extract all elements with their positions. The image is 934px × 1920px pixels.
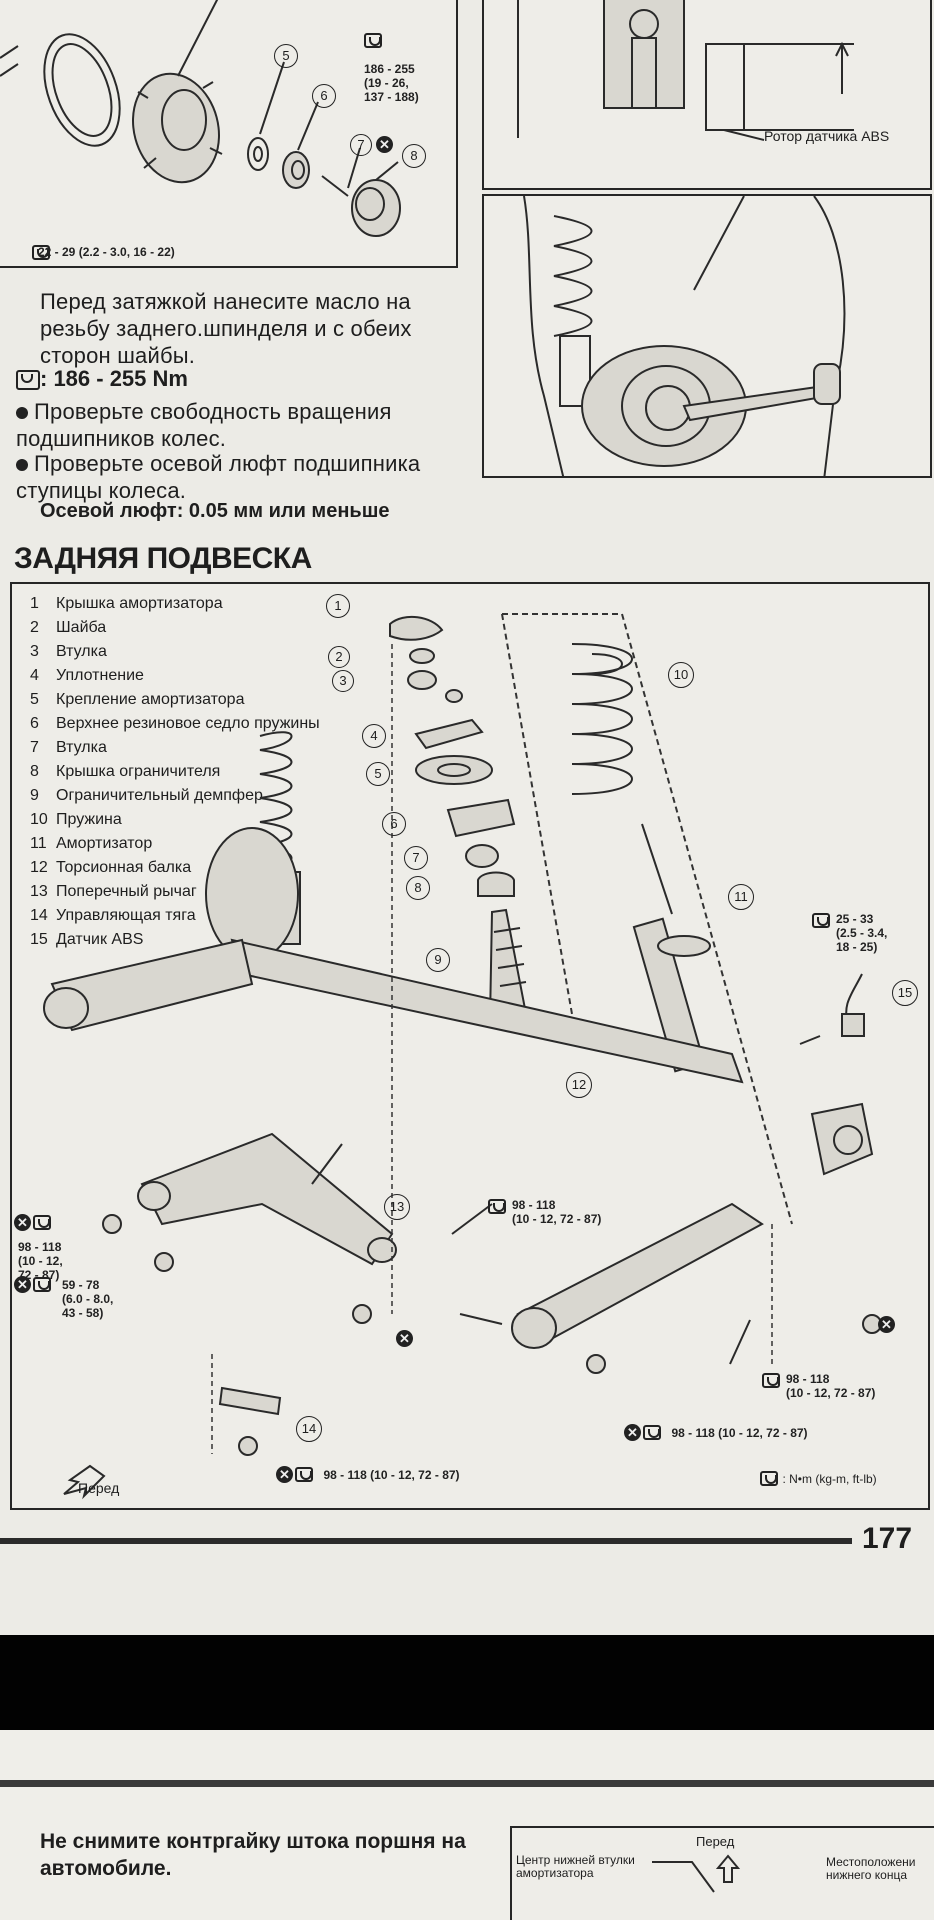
- torque-icon: [364, 33, 382, 49]
- callout-6: 6: [312, 84, 336, 108]
- fig-location-label: Местоположени нижнего конца: [826, 1855, 916, 1882]
- diagram-callout-3: 3: [332, 670, 354, 692]
- torque-icon: [643, 1425, 661, 1441]
- units-legend: : N•m (kg-m, ft-lb): [760, 1470, 877, 1488]
- replace-icon: ✕: [14, 1276, 31, 1294]
- torque-icon: [32, 245, 51, 261]
- diagram-callout-5: 5: [366, 762, 390, 786]
- bullet-rotation-check: Проверьте свободность вращения подшипник…: [16, 398, 456, 452]
- diagram-callout-12: 12: [566, 1072, 592, 1098]
- diagram-callout-13: 13: [384, 1194, 410, 1220]
- torque-abs-sensor: 25 - 33 (2.5 - 3.4, 18 - 25): [812, 912, 887, 954]
- torque-icon: [760, 1471, 778, 1487]
- torque-right: 98 - 118 (10 - 12, 72 - 87): [762, 1372, 875, 1400]
- torque-spec-bolt: 22 - 29 (2.2 - 3.0, 16 - 22): [38, 245, 175, 259]
- diagram-callout-1: 1: [326, 594, 350, 618]
- torque-value-line: : 186 - 255 Nm: [16, 366, 188, 392]
- replace-icon: ✕: [276, 1466, 293, 1484]
- diagram-callout-8: 8: [406, 876, 430, 900]
- abs-rotor-label: Ротор датчика ABS: [764, 128, 890, 144]
- diagram-callout-9: 9: [426, 948, 450, 972]
- callout-7: 7: [350, 134, 372, 156]
- diagram-callout-11: 11: [728, 884, 754, 910]
- torque-icon: [33, 1277, 51, 1293]
- suspension-drawing: [43, 613, 882, 1500]
- diagram-callout-4: 4: [362, 724, 386, 748]
- bushing-position-figure: Перед Центр нижней втулки амортизатора М…: [510, 1826, 934, 1920]
- page-number: 177: [862, 1522, 913, 1555]
- replace-icon: ✕: [624, 1424, 641, 1442]
- bullet-icon: [16, 459, 28, 472]
- manual-page-177: 5 6 7 ✕ 8 186 - 255 (19 - 26, 137 - 188)…: [0, 0, 932, 1555]
- diagram-callout-14: 14: [296, 1416, 322, 1442]
- hub-exploded-figure: 5 6 7 ✕ 8 186 - 255 (19 - 26, 137 - 188)…: [0, 0, 458, 268]
- hub-parts-drawing: [0, 0, 401, 237]
- fig-front-label: Перед: [696, 1834, 735, 1849]
- bullet-axial-check: Проверьте осевой люфт подшипника ступицы…: [16, 450, 456, 504]
- axial-play-spec: Осевой люфт: 0.05 мм или меньше: [40, 500, 390, 522]
- torque-bottom-center: ✕ 98 - 118 (10 - 12, 72 - 87): [276, 1466, 460, 1484]
- callout-5: 5: [274, 44, 298, 68]
- front-direction-label: Перед: [78, 1480, 120, 1496]
- torque-icon: [33, 1215, 51, 1231]
- header-rule: [0, 1780, 934, 1787]
- fig-bushing-center-label: Центр нижней втулки амортизатора: [516, 1853, 635, 1880]
- torque-left-group-2: ✕ 59 - 78 (6.0 - 8.0, 43 - 58): [14, 1276, 113, 1320]
- torque-center: 98 - 118 (10 - 12, 72 - 87): [488, 1198, 601, 1226]
- diagram-callout-6: 6: [382, 812, 406, 836]
- diagram-callout-2: 2: [328, 646, 350, 668]
- replace-icon: ✕: [396, 1330, 413, 1347]
- torque-bottom-right: ✕ 98 - 118 (10 - 12, 72 - 87): [624, 1424, 808, 1442]
- callout-8: 8: [402, 144, 426, 168]
- bullet-icon: [16, 407, 28, 420]
- diagram-callout-15: 15: [892, 980, 918, 1006]
- abs-rotor-figure: Ротор датчика ABS: [482, 0, 932, 190]
- replace-icon: ✕: [14, 1214, 31, 1232]
- torque-icon: [812, 913, 830, 929]
- piston-nut-warning: Не снимите контргайку штока поршня на ав…: [40, 1830, 466, 1880]
- replace-icon: ✕: [376, 136, 393, 153]
- torque-value: : 186 - 255 Nm: [40, 366, 188, 391]
- torque-left-group: ✕ 98 - 118 (10 - 12, 72 - 87): [14, 1214, 63, 1282]
- front-arrow-icon: [716, 1854, 740, 1883]
- torque-icon: [488, 1199, 506, 1215]
- section-title: ЗАДНЯЯ ПОДВЕСКА: [14, 542, 312, 575]
- torque-spec-hub-nut: 186 - 255 (19 - 26, 137 - 188): [364, 62, 419, 104]
- bullet-text: Проверьте осевой люфт подшипника ступицы…: [16, 451, 421, 503]
- diagram-callout-7: 7: [404, 846, 428, 870]
- leader-line: [652, 1861, 715, 1893]
- torque-icon: [762, 1373, 780, 1389]
- manual-page-next: Не снимите контргайку штока поршня на ав…: [0, 1730, 934, 1920]
- oil-note: Перед затяжкой нанесите масло на резьбу …: [40, 289, 412, 368]
- diagram-callout-10: 10: [668, 662, 694, 688]
- bullet-text: Проверьте свободность вращения подшипник…: [16, 399, 392, 451]
- torque-icon: [295, 1467, 313, 1483]
- page-gap: [0, 1635, 934, 1730]
- strut-wrench-drawing: [523, 196, 846, 476]
- abs-rotor-drawing: [517, 0, 854, 141]
- replace-icon: ✕: [878, 1316, 895, 1333]
- axial-play-check-figure: [482, 194, 932, 478]
- footer-rule: [0, 1538, 852, 1544]
- torque-icon: [16, 370, 40, 391]
